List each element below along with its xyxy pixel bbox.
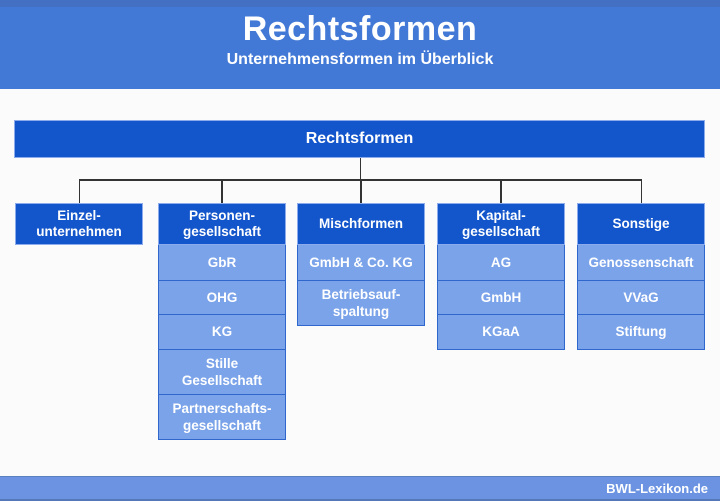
- branch-personengesellschaft: Personen- gesellschaft GbR OHG KG Stille…: [158, 203, 286, 440]
- child-node-stille-gesellschaft: Stille Gesellschaft: [159, 348, 285, 394]
- child-node-partnerschaftsgesellschaft: Partnerschafts- gesellschaft: [159, 393, 285, 439]
- category-node-kapitalgesellschaft: Kapital- gesellschaft: [437, 203, 565, 245]
- category-node-mischformen: Mischformen: [297, 203, 425, 245]
- child-node-gmbh-co-kg: GmbH & Co. KG: [298, 245, 424, 280]
- branch-mischformen: Mischformen GmbH & Co. KG Betriebsauf- s…: [297, 203, 425, 326]
- page-header: Rechtsformen Unternehmensformen im Überb…: [0, 0, 720, 89]
- branch-sonstige: Sonstige Genossenschaft VVaG Stiftung: [577, 203, 705, 350]
- child-node-stiftung: Stiftung: [578, 314, 704, 349]
- page-footer: BWL-Lexikon.de: [0, 476, 720, 501]
- child-node-genossenschaft: Genossenschaft: [578, 245, 704, 280]
- child-node-kgaa: KGaA: [438, 314, 564, 349]
- page-subtitle: Unternehmensformen im Überblick: [226, 51, 494, 68]
- child-list-sonstige: Genossenschaft VVaG Stiftung: [577, 245, 705, 350]
- diagram-root-label: Rechtsformen: [305, 130, 414, 147]
- diagram-root-node: Rechtsformen: [14, 120, 705, 158]
- child-node-gmbh: GmbH: [438, 279, 564, 314]
- child-list-mischformen: GmbH & Co. KG Betriebsauf- spaltung: [297, 245, 425, 326]
- child-node-kg: KG: [159, 314, 285, 349]
- child-node-gbr: GbR: [159, 245, 285, 280]
- category-node-sonstige: Sonstige: [577, 203, 705, 245]
- branch-kapitalgesellschaft: Kapital- gesellschaft AG GmbH KGaA: [437, 203, 565, 350]
- category-node-einzelunternehmen: Einzel- unternehmen: [15, 203, 143, 245]
- connector-stub-einzelunternehmen: [78, 180, 80, 203]
- child-node-betriebsaufspaltung: Betriebsauf- spaltung: [298, 279, 424, 325]
- connector-root-vertical: [359, 158, 361, 180]
- child-list-kapitalgesellschaft: AG GmbH KGaA: [437, 245, 565, 350]
- child-node-ag: AG: [438, 245, 564, 280]
- connector-stub-kapitalgesellschaft: [500, 180, 502, 203]
- category-node-personengesellschaft: Personen- gesellschaft: [158, 203, 286, 245]
- branch-einzelunternehmen: Einzel- unternehmen: [15, 203, 143, 245]
- child-node-vvag: VVaG: [578, 279, 704, 314]
- connector-stub-sonstige: [640, 180, 642, 203]
- child-node-ohg: OHG: [159, 279, 285, 314]
- connector-horizontal: [78, 179, 642, 181]
- child-list-personengesellschaft: GbR OHG KG Stille Gesellschaft Partnersc…: [158, 245, 286, 440]
- page-title: Rechtsformen: [242, 10, 478, 48]
- connector-stub-mischformen: [360, 180, 362, 203]
- footer-brand: BWL-Lexikon.de: [606, 480, 708, 496]
- connector-stub-personengesellschaft: [221, 180, 223, 203]
